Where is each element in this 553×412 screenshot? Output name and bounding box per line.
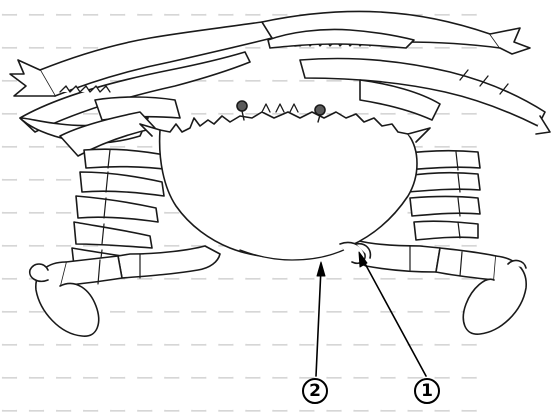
carapace [140, 104, 430, 260]
left-walking-legs [72, 149, 172, 270]
left-swimming-leg [30, 246, 220, 336]
callout-label-2: 2 [302, 378, 328, 404]
callout-label-1: 1 [414, 378, 440, 404]
